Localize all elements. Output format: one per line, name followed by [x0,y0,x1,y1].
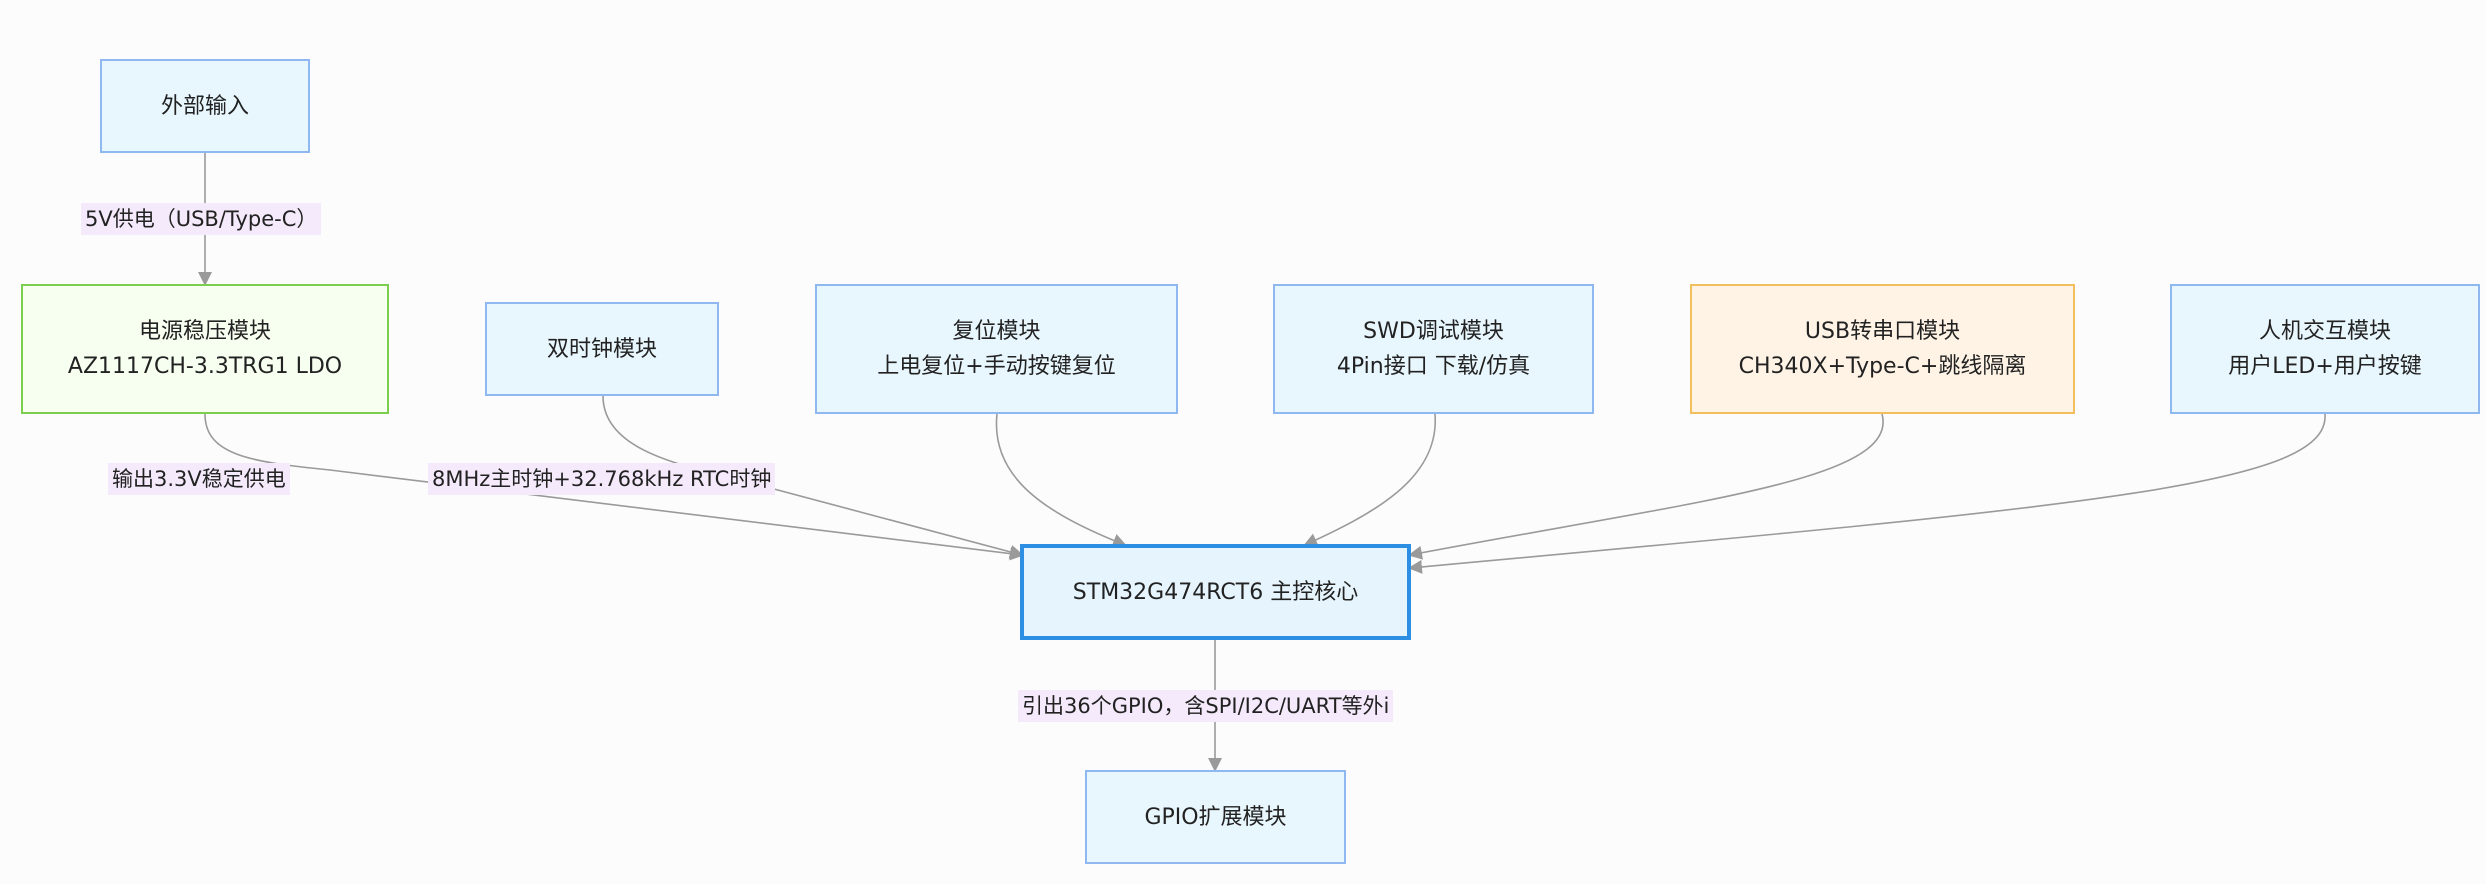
node-hmi-subtitle: 用户LED+用户按键 [2228,354,2422,379]
node-hmi[interactable]: 人机交互模块 用户LED+用户按键 [2170,284,2480,414]
node-power-title: 电源稳压模块 [138,319,271,344]
node-swd-debug[interactable]: SWD调试模块 4Pin接口 下载/仿真 [1273,284,1594,414]
node-usb-subtitle: CH340X+Type-C+跳线隔离 [1738,354,2027,379]
node-power-regulator[interactable]: 电源稳压模块 AZ1117CH-3.3TRG1 LDO [21,284,389,414]
edge-swd-to-core [1303,413,1436,547]
edge-usb-to-core [1408,413,1884,560]
edge-hmi-to-core [1408,413,2326,574]
node-external-input-label: 外部输入 [160,93,249,119]
node-reset-subtitle: 上电复位+手动按键复位 [877,354,1116,379]
node-core-label: STM32G474RCT6 主控核心 [1072,579,1359,605]
edge-label-power-to-core: 输出3.3V稳定供电 [108,463,290,495]
edge-label-input-to-power: 5V供电（USB/Type-C） [81,203,322,235]
node-external-input[interactable]: 外部输入 [100,59,310,153]
edge-power-to-core [204,413,1024,561]
edge-reset-to-core [995,413,1127,548]
edge-label-core-to-gpio: 引出36个GPIO，含SPI/I2C/UART等外i [1018,690,1394,722]
node-power-subtitle: AZ1117CH-3.3TRG1 LDO [67,354,343,379]
node-swd-title: SWD调试模块 [1363,319,1504,344]
node-gpio-expansion[interactable]: GPIO扩展模块 [1085,770,1346,864]
node-reset[interactable]: 复位模块 上电复位+手动按键复位 [815,284,1178,414]
edge-label-clock-to-core: 8MHz主时钟+32.768kHz RTC时钟 [428,463,776,495]
node-mcu-core[interactable]: STM32G474RCT6 主控核心 [1020,544,1411,640]
node-gpio-label: GPIO扩展模块 [1144,804,1287,830]
node-reset-title: 复位模块 [952,319,1041,344]
node-usb-title: USB转串口模块 [1804,319,1961,344]
node-swd-subtitle: 4Pin接口 下载/仿真 [1336,354,1531,379]
node-dual-clock[interactable]: 双时钟模块 [485,302,719,396]
node-hmi-title: 人机交互模块 [2258,319,2391,344]
node-usb-serial[interactable]: USB转串口模块 CH340X+Type-C+跳线隔离 [1690,284,2075,414]
node-clock-label: 双时钟模块 [546,336,657,362]
